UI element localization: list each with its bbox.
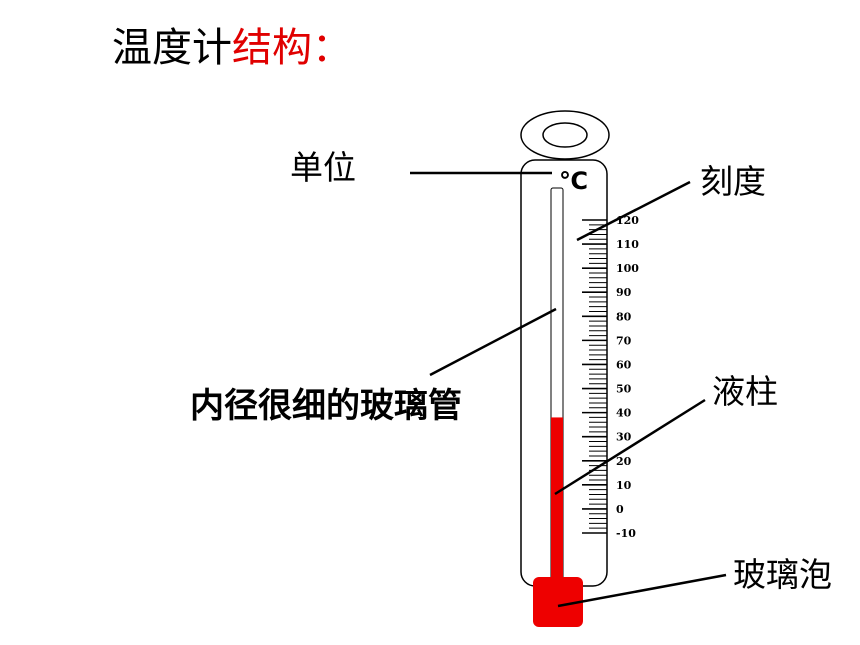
scale-label: 40 xyxy=(616,407,632,420)
scale-label: 110 xyxy=(616,238,639,251)
scale-label: 120 xyxy=(616,214,639,227)
title-colon: ： xyxy=(312,25,352,71)
title-part-black: 温度计 xyxy=(112,25,232,71)
page-title: 温度计结构： xyxy=(112,22,352,74)
scale-label: 10 xyxy=(616,479,632,492)
scale-label: 30 xyxy=(616,431,632,444)
liquid-column xyxy=(551,417,563,590)
top-ring-outer xyxy=(520,110,610,160)
leader-tube xyxy=(429,307,557,377)
scale-label: -10 xyxy=(616,527,636,540)
glass-bulb xyxy=(533,577,583,627)
scale-label: 60 xyxy=(616,358,632,371)
label-bulb: 玻璃泡 xyxy=(733,555,832,594)
label-tube: 内径很细的玻璃管 xyxy=(190,386,462,426)
thermometer-casing xyxy=(520,159,608,587)
scale-label: 0 xyxy=(616,503,624,516)
scale-label: 70 xyxy=(616,334,632,347)
leader-liquid xyxy=(554,398,706,496)
leader-scale xyxy=(576,180,691,242)
scale-label: 90 xyxy=(616,286,632,299)
leader-bulb xyxy=(557,573,727,608)
unit-symbol: ℃ xyxy=(559,167,588,195)
scale-label: 20 xyxy=(616,455,632,468)
scale-label: 100 xyxy=(616,262,639,275)
label-scale: 刻度 xyxy=(700,162,766,201)
top-ring-inner xyxy=(542,122,588,148)
scale-label: 80 xyxy=(616,310,632,323)
scale-label: 50 xyxy=(616,383,632,396)
label-liquid: 液柱 xyxy=(712,372,778,411)
label-unit: 单位 xyxy=(290,148,356,187)
title-part-red: 结构 xyxy=(232,25,312,71)
